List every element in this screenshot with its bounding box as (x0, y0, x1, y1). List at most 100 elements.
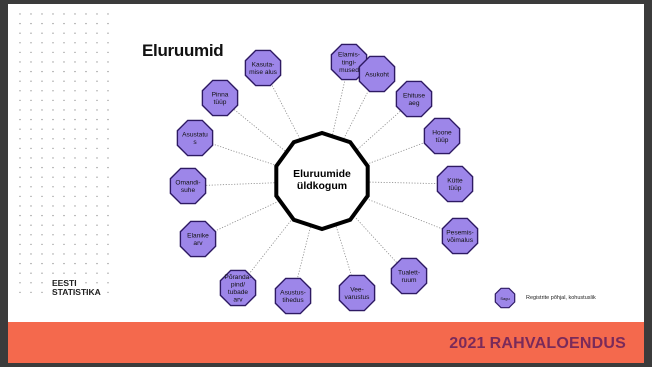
attribute-node-label: suhe (181, 187, 196, 194)
decor-dot (85, 205, 87, 207)
decor-dot (41, 80, 43, 82)
decor-dot (74, 195, 76, 198)
decor-dot (85, 51, 87, 54)
attribute-node-label: ruum (401, 277, 417, 284)
attribute-node-shape (390, 257, 428, 295)
decor-dot (63, 282, 65, 284)
decor-dot (96, 32, 98, 34)
decor-dot (19, 291, 21, 294)
decor-dot (52, 22, 54, 25)
decor-dot (107, 99, 109, 102)
decor-dot (41, 214, 43, 217)
decor-dot (85, 13, 87, 15)
decor-dot (107, 32, 109, 34)
attribute-node-label: arv (193, 240, 203, 247)
attribute-node-label: mused (339, 67, 359, 74)
attribute-node-label: aeg (408, 100, 419, 107)
decor-dot (63, 147, 65, 150)
decor-dot (41, 70, 43, 73)
attribute-node-label: Hoone (432, 130, 452, 137)
decor-dot (41, 99, 43, 102)
legend-marker: Sagu (494, 287, 516, 309)
attribute-node: Elamis-tingi-mused (330, 43, 368, 81)
decor-dot (74, 272, 76, 274)
attribute-node-label: Elanike (187, 233, 209, 240)
decor-dot (85, 70, 87, 73)
decor-dot (107, 109, 109, 111)
decor-dot (52, 157, 54, 159)
decor-dot (85, 99, 87, 102)
decor-dot (52, 128, 54, 130)
decor-dot (96, 147, 98, 150)
decor-dot (41, 282, 43, 284)
decor-dot (85, 61, 87, 63)
decor-dot (107, 234, 109, 236)
attribute-node-label: Kasuta- (252, 62, 275, 69)
decor-dot (41, 243, 43, 246)
attribute-node-label: tüüp (214, 99, 227, 106)
decor-dot (74, 224, 76, 226)
decor-dot (63, 61, 65, 63)
decor-dot (85, 224, 87, 226)
decor-dot (107, 253, 109, 255)
decor-dot (19, 243, 21, 246)
decor-dot (63, 70, 65, 73)
decor-dot (19, 166, 21, 169)
attribute-node: Asustus-tihedus (274, 277, 312, 315)
legend-marker-text: Sagu (500, 296, 509, 301)
decor-dot (30, 138, 32, 140)
attribute-node-label: s (193, 139, 197, 146)
connector-line (219, 97, 323, 182)
decor-dot (96, 195, 98, 198)
decor-dot (85, 272, 87, 274)
decor-dot (19, 70, 21, 73)
decor-dot (30, 51, 32, 54)
decor-dot (30, 118, 32, 121)
decor-dot (41, 42, 43, 44)
decor-dot (107, 272, 109, 274)
decor-dot (74, 42, 76, 44)
decor-dot (41, 205, 43, 207)
attribute-node-shape (436, 165, 474, 203)
attribute-node-label: Elamis- (338, 52, 360, 59)
decor-dot (52, 166, 54, 169)
decor-dot (63, 253, 65, 255)
decor-dot (52, 205, 54, 207)
connector-line (321, 135, 443, 182)
decor-dot (85, 80, 87, 82)
decor-dot (41, 22, 43, 25)
decor-dot (85, 128, 87, 130)
connector-line (321, 180, 461, 237)
decor-dot (63, 32, 65, 34)
decor-dot (19, 147, 21, 150)
logo-line-1: EESTI (52, 278, 77, 288)
decor-dot (63, 42, 65, 44)
decor-dot (19, 90, 21, 92)
attribute-node-label: mise alus (249, 69, 278, 76)
attribute-node-label: arv (233, 297, 243, 304)
decor-dot (74, 214, 76, 217)
decor-dot (96, 234, 98, 236)
connector-line (321, 180, 410, 277)
decor-dot (85, 147, 87, 150)
decor-dot (52, 243, 54, 246)
decor-dot (107, 42, 109, 44)
decor-dot (74, 147, 76, 150)
decor-dot (52, 291, 54, 294)
decor-dot (63, 243, 65, 246)
decor-dot (19, 99, 21, 102)
decor-dot (85, 214, 87, 217)
decor-dot (19, 282, 21, 284)
attribute-node-label: Kütte (447, 178, 463, 185)
attribute-node-label: tihedus (282, 297, 304, 304)
decor-dot (96, 253, 98, 255)
decor-dot (74, 253, 76, 255)
decor-dot (107, 51, 109, 54)
decor-dot (107, 128, 109, 130)
slide-title: Eluruumid (142, 41, 224, 60)
decor-dot (30, 176, 32, 178)
